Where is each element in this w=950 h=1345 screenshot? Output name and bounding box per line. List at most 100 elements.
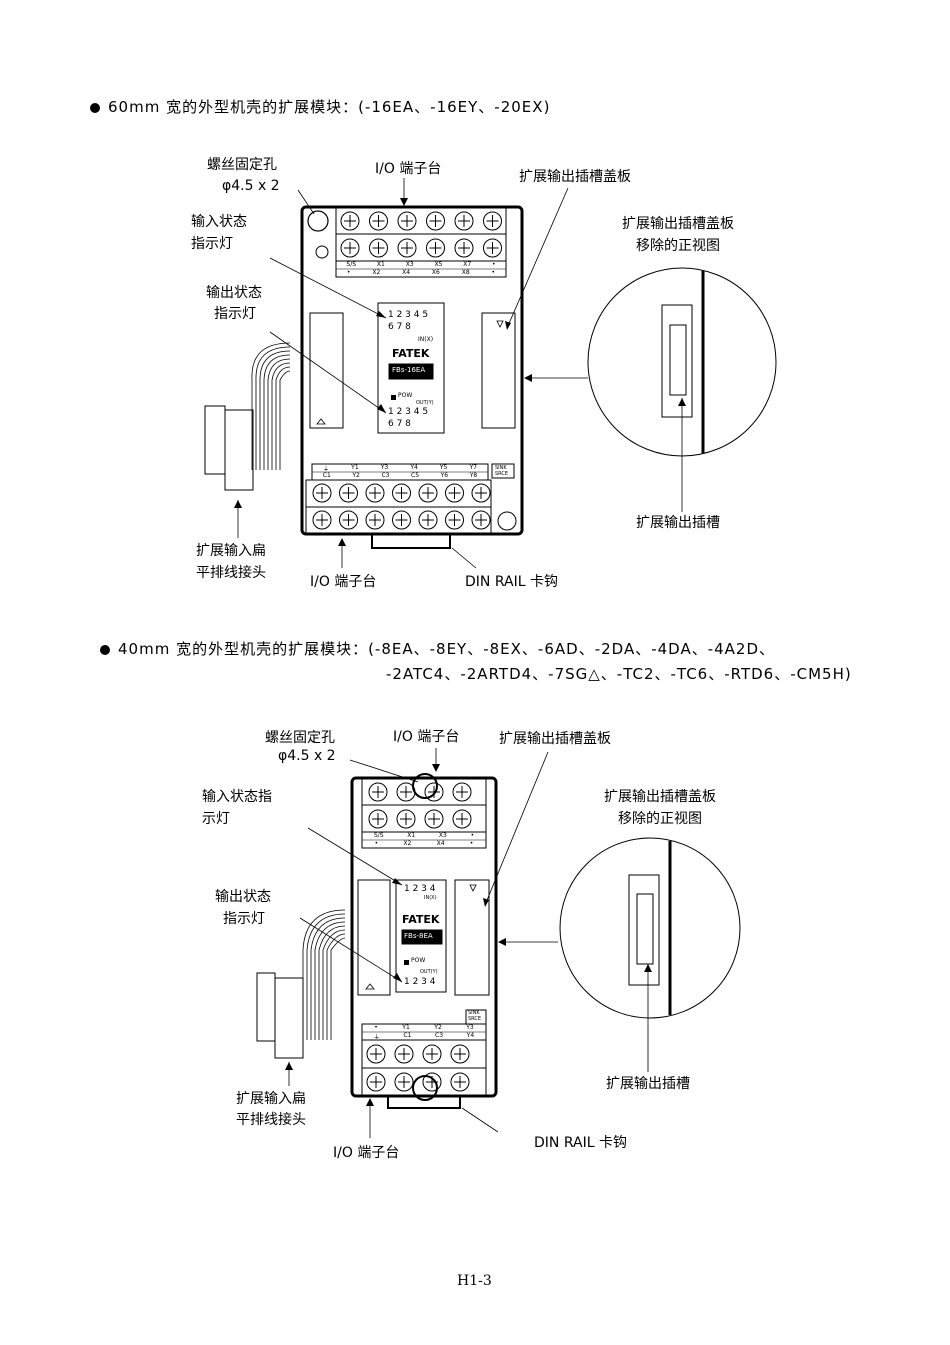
terminal-label-2: C3 [435, 1032, 444, 1039]
indicator-panel-40mm [395, 879, 447, 993]
section2-heading: 40mm 宽的外型机壳的扩展模块：(-8EA、-8EY、-8EX、-6AD、-2… [100, 638, 775, 659]
terminal-label-0: S/S [373, 832, 384, 839]
out-row1-40: 1 2 3 4 [404, 977, 436, 987]
cover-removed-line2: 移除的正视图 [636, 238, 720, 254]
terminal-screw-icon [394, 1072, 414, 1092]
terminal-label-1: Y2 [352, 472, 360, 479]
srce-label: SRCE [495, 471, 509, 477]
input-led-line2: 指示灯 [191, 236, 233, 252]
terminal-screw-icon [397, 211, 417, 231]
screw-hole-label: 螺丝固定孔 [207, 157, 277, 173]
terminal-label-2: X3 [405, 261, 414, 268]
terminal-screw-icon [483, 211, 502, 231]
in-tag: IN(X) [418, 336, 434, 343]
ribbon-cable-40mm [302, 909, 346, 1040]
terminal-screw-icon [339, 510, 358, 530]
bullet-icon [90, 102, 100, 113]
sink-label: SINK [495, 465, 507, 471]
terminal-label-1: X1 [376, 261, 385, 268]
screw-hole-icon [307, 210, 329, 232]
terminal-screw-icon [369, 211, 388, 231]
terminal-label-1: X2 [372, 269, 381, 276]
srce-label-40: SRCE [468, 1016, 482, 1022]
input-led-line2-40: 示灯 [202, 811, 230, 827]
terminal-label-2: X3 [438, 832, 447, 839]
in-tag-40: IN(X) [424, 895, 437, 901]
terminal-label-2: X4 [436, 840, 445, 847]
model-display: FBs-16EA [392, 366, 426, 374]
terminal-label-0: ⏚ [323, 466, 330, 473]
din-rail-label: DIN RAIL 卡钩 [465, 574, 558, 590]
terminal-label-1: Y1 [351, 464, 359, 471]
screw-hole-icon [412, 1075, 438, 1101]
terminal-screw-icon [445, 510, 464, 530]
brand-label-40: FATEK [402, 913, 440, 926]
terminal-screw-icon [340, 211, 360, 231]
terminal-label-1: X2 [403, 840, 412, 847]
terminal-label-1: X1 [407, 832, 416, 839]
terminal-label-0: • [374, 840, 379, 847]
flat-cable-line2: 平排线接头 [196, 565, 266, 581]
terminal-screw-icon [396, 809, 416, 829]
section1-heading: 60mm 宽的外型机壳的扩展模块：(-16EA、-16EY、-20EX) [90, 96, 550, 117]
din-rail-label-40: DIN RAIL 卡钩 [534, 1135, 627, 1151]
terminal-label-3: X5 [434, 261, 443, 268]
terminal-screw-icon [369, 238, 388, 258]
terminal-label-5: Y7 [469, 464, 477, 471]
terminal-label-3: C5 [411, 472, 420, 479]
input-led-line1-40: 输入状态指 [202, 789, 272, 805]
terminal-label-0: ⏚ [373, 1034, 380, 1041]
terminal-label-0: C1 [322, 472, 331, 479]
terminal-screw-icon [424, 782, 444, 802]
cover-label: 扩展输出插槽盖板 [519, 169, 631, 185]
out-tag-40: OUT(Y) [420, 969, 438, 975]
terminal-screw-icon [471, 483, 491, 503]
io-top-label-40: I/O 端子台 [393, 729, 460, 745]
terminal-screw-icon [445, 483, 464, 503]
terminal-label-3: • [470, 832, 475, 839]
terminal-label-4: X7 [463, 261, 472, 268]
left-cover-60mm [309, 312, 344, 429]
pow-label-40: POW [411, 957, 426, 964]
terminal-label-0: • [374, 1024, 378, 1031]
screw-dim-label: φ4.5 x 2 [222, 178, 280, 194]
terminal-label-0: S/S [346, 261, 357, 268]
terminal-screw-icon [368, 809, 388, 829]
terminal-screw-icon [452, 809, 472, 829]
terminal-screw-icon [365, 510, 385, 530]
terminal-screw-icon [418, 483, 438, 503]
terminal-label-4: Y6 [440, 472, 449, 479]
ribbon-cable-60mm [251, 342, 291, 470]
output-led-line1: 输出状态 [206, 285, 262, 301]
out-row2: 6 7 8 [388, 419, 411, 429]
output-led-line2: 指示灯 [214, 306, 256, 322]
terminal-label-5: • [492, 261, 496, 268]
model-display-40: FBs-8EA [404, 932, 433, 940]
page-number: H1-3 [457, 1273, 492, 1289]
input-led-line1: 输入状态 [191, 214, 247, 230]
indicator-panel-60mm [377, 302, 445, 434]
terminal-screw-icon [454, 211, 474, 231]
terminal-screw-icon [366, 1044, 386, 1064]
flat-cable-line1-40: 扩展输入扁 [236, 1091, 306, 1107]
output-led-line1-40: 输出状态 [215, 889, 271, 905]
terminal-label-3: Y4 [410, 464, 418, 471]
screw-hole-label-40: 螺丝固定孔 [265, 730, 335, 746]
terminal-label-3: X6 [431, 269, 440, 276]
display-40mm [401, 929, 443, 945]
terminal-screw-icon [471, 510, 491, 530]
in-row2: 6 7 8 [388, 322, 411, 332]
terminal-label-1: C1 [403, 1032, 412, 1039]
terminal-screw-icon [339, 483, 358, 503]
terminal-screw-icon [368, 782, 388, 802]
terminal-screw-icon [422, 1044, 442, 1064]
screw-hole-icon [412, 773, 438, 799]
io-bottom-label-40: I/O 端子台 [333, 1145, 400, 1161]
terminal-screw-icon [340, 238, 360, 258]
terminal-label-5: • [491, 269, 496, 276]
terminal-screw-icon [312, 510, 332, 530]
bullet-icon [100, 644, 110, 655]
